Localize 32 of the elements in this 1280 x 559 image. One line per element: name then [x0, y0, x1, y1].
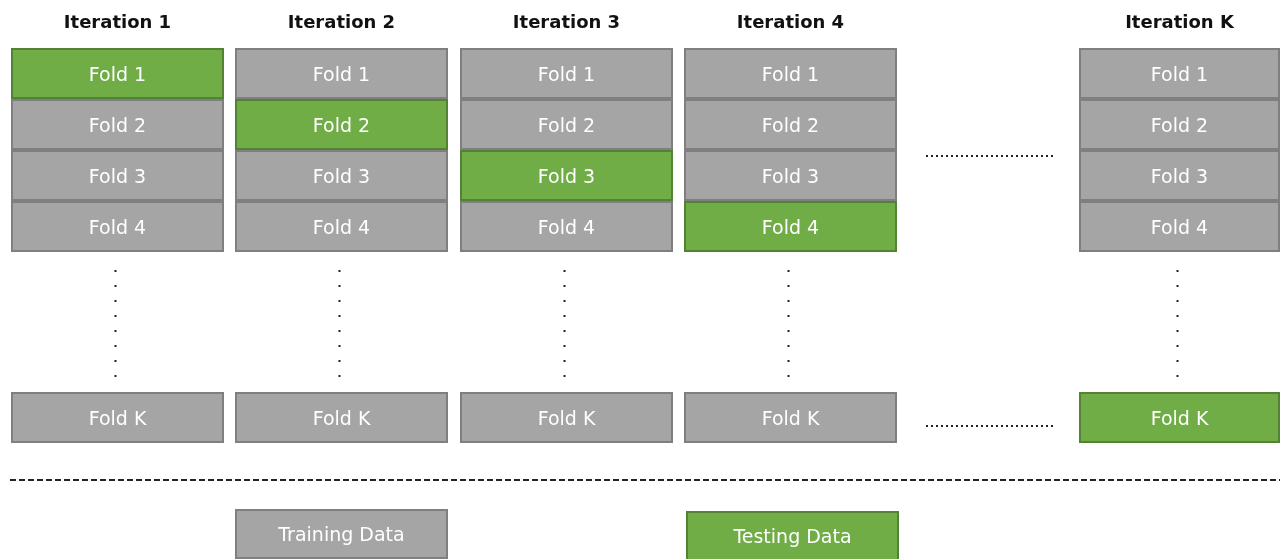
- testing-fold-box: Fold 1: [11, 48, 224, 99]
- training-fold-box: Fold 2: [11, 99, 224, 150]
- training-fold-box: Fold K: [235, 392, 448, 443]
- training-fold-box: Fold 1: [460, 48, 673, 99]
- training-fold-box: Fold 3: [11, 150, 224, 201]
- training-fold-box: Fold 3: [1079, 150, 1280, 201]
- legend-swatch: Training Data: [235, 509, 448, 559]
- iteration-heading: Iteration 3: [511, 11, 622, 32]
- training-fold-box: Fold 2: [460, 99, 673, 150]
- training-fold-box: Fold 2: [1079, 99, 1280, 150]
- training-fold-box: Fold 4: [235, 201, 448, 252]
- training-fold-box: Fold K: [11, 392, 224, 443]
- iteration-heading: Iteration 4: [735, 11, 846, 32]
- testing-fold-box: Fold 2: [235, 99, 448, 150]
- testing-fold-box: Fold K: [1079, 392, 1280, 443]
- training-fold-box: Fold K: [460, 392, 673, 443]
- legend-swatch: Testing Data: [686, 511, 899, 559]
- testing-fold-box: Fold 4: [684, 201, 897, 252]
- training-fold-box: Fold 1: [684, 48, 897, 99]
- iteration-heading: Iteration K: [1124, 11, 1235, 32]
- training-fold-box: Fold K: [684, 392, 897, 443]
- iteration-heading: Iteration 1: [62, 11, 173, 32]
- training-fold-box: Fold 1: [1079, 48, 1280, 99]
- training-fold-box: Fold 2: [684, 99, 897, 150]
- training-fold-box: Fold 1: [235, 48, 448, 99]
- testing-fold-box: Fold 3: [460, 150, 673, 201]
- training-fold-box: Fold 4: [11, 201, 224, 252]
- iteration-heading: Iteration 2: [286, 11, 397, 32]
- training-fold-box: Fold 4: [460, 201, 673, 252]
- training-fold-box: Fold 3: [684, 150, 897, 201]
- training-fold-box: Fold 3: [235, 150, 448, 201]
- training-fold-box: Fold 4: [1079, 201, 1280, 252]
